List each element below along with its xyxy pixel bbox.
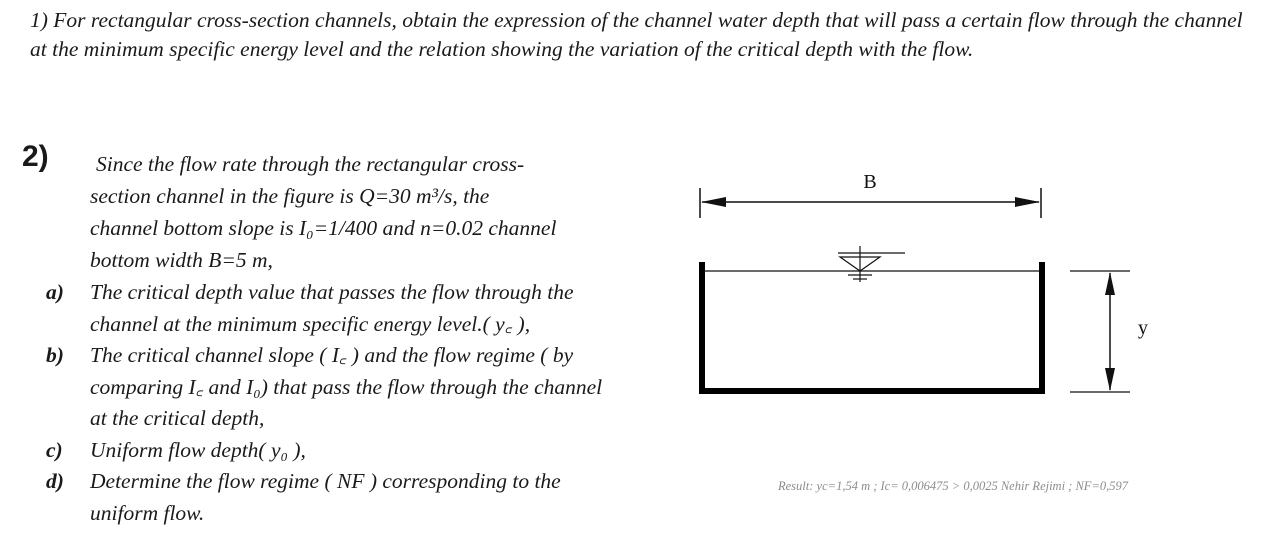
width-arrow-left — [701, 197, 726, 207]
item-b: b) The critical channel slope ( I꜀ ) and… — [44, 340, 664, 435]
intro-line-2: section channel in the figure is Q=30 m³… — [90, 184, 490, 208]
width-arrow-right — [1015, 197, 1040, 207]
intro-line-4: bottom width B=5 m, — [90, 248, 273, 272]
depth-arrow-top — [1105, 272, 1115, 295]
item-text: Uniform flow depth( y₀ ), — [90, 437, 306, 462]
question-2-intro: Since the flow rate through the rectangu… — [90, 148, 650, 276]
depth-arrow-bottom — [1105, 368, 1115, 391]
question-2-items: a) The critical depth value that passes … — [44, 277, 664, 529]
item-d: d) Determine the flow regime ( NF ) corr… — [44, 466, 664, 529]
depth-label: y — [1138, 317, 1148, 339]
water-level-symbol — [838, 246, 905, 282]
item-label: b) — [46, 343, 64, 367]
item-a: a) The critical depth value that passes … — [44, 277, 664, 340]
item-text: The critical channel slope ( I꜀ ) and th… — [90, 343, 603, 430]
item-text: The critical depth value that passes the… — [90, 280, 574, 336]
item-label: a) — [46, 280, 64, 304]
item-label: d) — [46, 469, 64, 493]
channel-cross-section-diagram: B y — [699, 171, 1148, 394]
intro-line-1: Since the flow rate through the rectangu… — [96, 152, 525, 176]
question-2-number: 2) — [22, 140, 49, 173]
width-label: B — [863, 171, 876, 193]
item-text: Determine the flow regime ( NF ) corresp… — [90, 469, 561, 525]
question-1-text: 1) For rectangular cross-section channel… — [30, 8, 1243, 61]
item-c: c) Uniform flow depth( y₀ ), — [44, 435, 664, 467]
result-line: Result: yc=1,54 m ; Ic= 0,006475 > 0,002… — [778, 479, 1129, 493]
intro-line-3: channel bottom slope is I₀=1/400 and n=0… — [90, 216, 557, 240]
item-label: c) — [46, 437, 63, 462]
